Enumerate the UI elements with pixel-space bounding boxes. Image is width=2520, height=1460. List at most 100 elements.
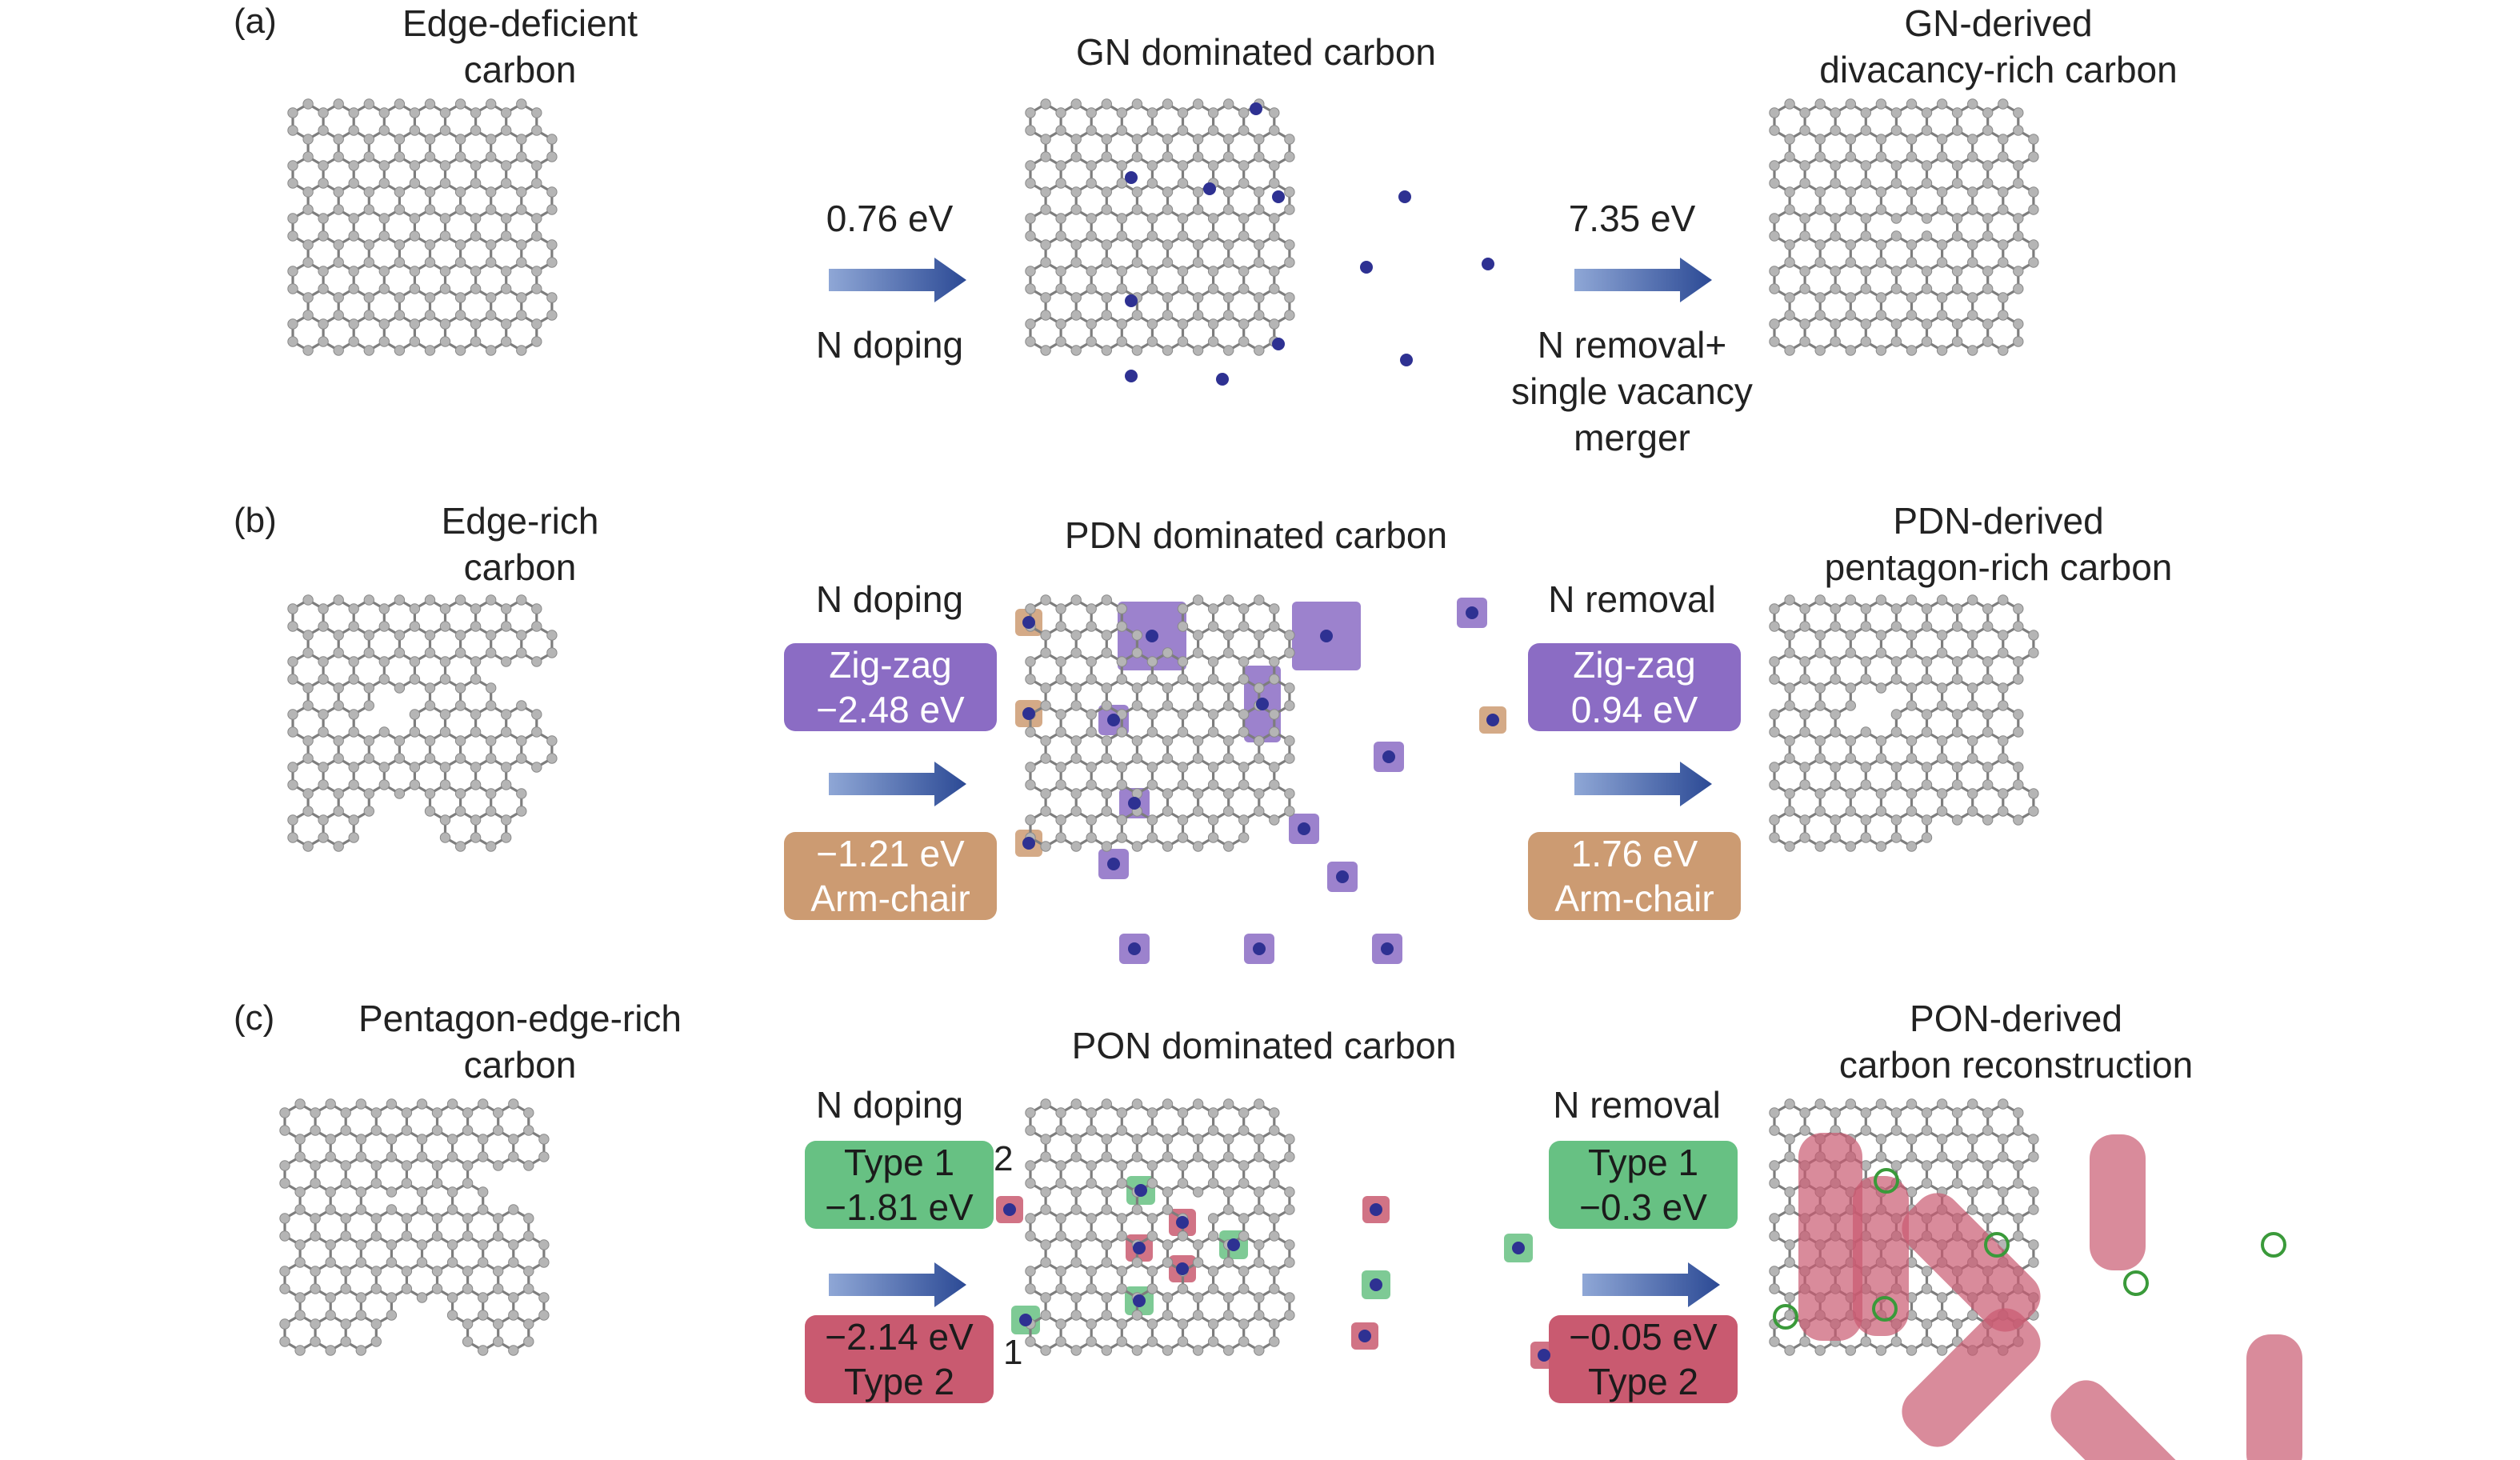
- pdn-zigzag-site: [1374, 742, 1404, 772]
- carbon-atom: [1921, 726, 1933, 738]
- carbon-atom: [394, 630, 406, 641]
- carbon-atom: [1860, 762, 1872, 773]
- nitrogen-atom: [1227, 1238, 1240, 1251]
- carbon-atom: [1040, 1345, 1051, 1356]
- arrow-shape: [1574, 762, 1712, 806]
- carbon-atom: [2013, 283, 2024, 294]
- carbon-atom: [1875, 1239, 1887, 1250]
- carbon-atom: [287, 283, 298, 294]
- carbon-atom: [1284, 134, 1295, 145]
- carbon-atom: [1254, 292, 1265, 303]
- carbon-atom: [1998, 630, 2009, 641]
- carbon-atom: [531, 656, 542, 667]
- carbon-atom: [1269, 762, 1280, 773]
- carbon-atom: [1921, 832, 1933, 843]
- carbon-atom: [279, 1230, 290, 1242]
- nitrogen-atom: [1253, 942, 1266, 955]
- carbon-atom: [424, 292, 436, 303]
- carbon-atom: [1269, 336, 1280, 347]
- carbon-atom: [1116, 1230, 1128, 1242]
- carbon-atom: [287, 603, 298, 614]
- pon-type1-site: [1011, 1306, 1040, 1334]
- carbon-atom: [348, 709, 359, 720]
- carbon-atom: [1890, 621, 1902, 632]
- carbon-atom: [1040, 630, 1051, 641]
- carbon-atom: [1177, 814, 1189, 826]
- carbon-atom: [1101, 186, 1113, 198]
- nitrogen-atom: [1272, 190, 1285, 203]
- carbon-atom: [439, 283, 451, 294]
- carbon-atom: [1146, 107, 1158, 118]
- carbon-atom: [1830, 1336, 1841, 1347]
- carbon-atom: [1207, 603, 1219, 614]
- carbon-atom: [1025, 266, 1036, 277]
- carbon-atom: [462, 1160, 474, 1171]
- carbon-atom: [1207, 1283, 1219, 1294]
- carbon-atom: [1192, 630, 1204, 641]
- carbon-atom: [1284, 700, 1295, 711]
- carbon-atom: [1055, 178, 1066, 189]
- carbon-atom: [462, 1230, 474, 1242]
- carbon-atom: [1116, 674, 1128, 685]
- carbon-atom: [2028, 1134, 2039, 1145]
- carbon-atom: [1086, 762, 1097, 773]
- carbon-bonds: [283, 1102, 546, 1352]
- carbon-atom: [1860, 283, 1872, 294]
- carbon-atom: [1101, 204, 1113, 215]
- carbon-atom: [1890, 283, 1902, 294]
- carbon-atom: [1951, 230, 1963, 242]
- carbon-atom: [1070, 630, 1082, 641]
- carbon-atom: [439, 726, 451, 738]
- carbon-atom: [1177, 709, 1189, 720]
- carbon-atom: [348, 603, 359, 614]
- carbon-atom: [2013, 336, 2024, 347]
- carbon-atom: [1951, 709, 1963, 720]
- carbon-atom: [1223, 1292, 1234, 1303]
- carbon-atom: [493, 1160, 504, 1171]
- carbon-atom: [1936, 630, 1948, 641]
- carbon-atom: [1131, 1257, 1143, 1268]
- carbon-atom: [2013, 318, 2024, 330]
- carbon-atom: [409, 674, 421, 685]
- carbon-atom: [394, 682, 406, 694]
- carbon-atom: [1223, 788, 1234, 799]
- carbon-atom: [378, 266, 390, 277]
- carbon-atom: [1238, 603, 1250, 614]
- carbon-atom: [1223, 753, 1234, 764]
- nitrogen-atom: [1358, 1330, 1371, 1342]
- carbon-atom: [378, 762, 390, 773]
- carbon-atom: [1254, 1310, 1265, 1321]
- carbon-atom: [1799, 336, 1810, 347]
- carbon-atom: [1177, 230, 1189, 242]
- carbon-atom: [302, 682, 314, 694]
- carbon-atom: [1162, 292, 1174, 303]
- carbon-atom: [1875, 239, 1887, 250]
- carbon-atom: [1814, 1186, 1826, 1198]
- carbon-atom: [1254, 594, 1265, 606]
- carbon-atom: [287, 726, 298, 738]
- carbon-atom: [1784, 151, 1795, 162]
- carbon-atom: [424, 345, 436, 356]
- carbon-atom: [1116, 107, 1128, 118]
- carbon-atom: [1192, 735, 1204, 746]
- carbon-atom: [1131, 1310, 1143, 1321]
- carbon-atom: [1070, 1186, 1082, 1198]
- carbon-atom: [370, 1125, 382, 1136]
- process-arrow: [1574, 762, 1712, 806]
- carbon-atom: [1162, 310, 1174, 321]
- carbon-atom: [1269, 1318, 1280, 1330]
- carbon-atom: [1207, 832, 1219, 843]
- carbon-atom: [1860, 266, 1872, 277]
- carbon-atom: [1814, 292, 1826, 303]
- carbon-atom: [1830, 1160, 1841, 1171]
- carbon-atom: [439, 674, 451, 685]
- carbon-atom: [1040, 1151, 1051, 1162]
- carbon-atom: [1254, 239, 1265, 250]
- pdn-armchair-site: [1015, 700, 1042, 727]
- carbon-atom: [1814, 788, 1826, 799]
- carbon-atom: [1890, 213, 1902, 224]
- carbon-atom: [1998, 1098, 2009, 1110]
- carbon-atom: [1814, 345, 1826, 356]
- carbon-atom: [1101, 1186, 1113, 1198]
- carbon-atom: [1254, 647, 1265, 658]
